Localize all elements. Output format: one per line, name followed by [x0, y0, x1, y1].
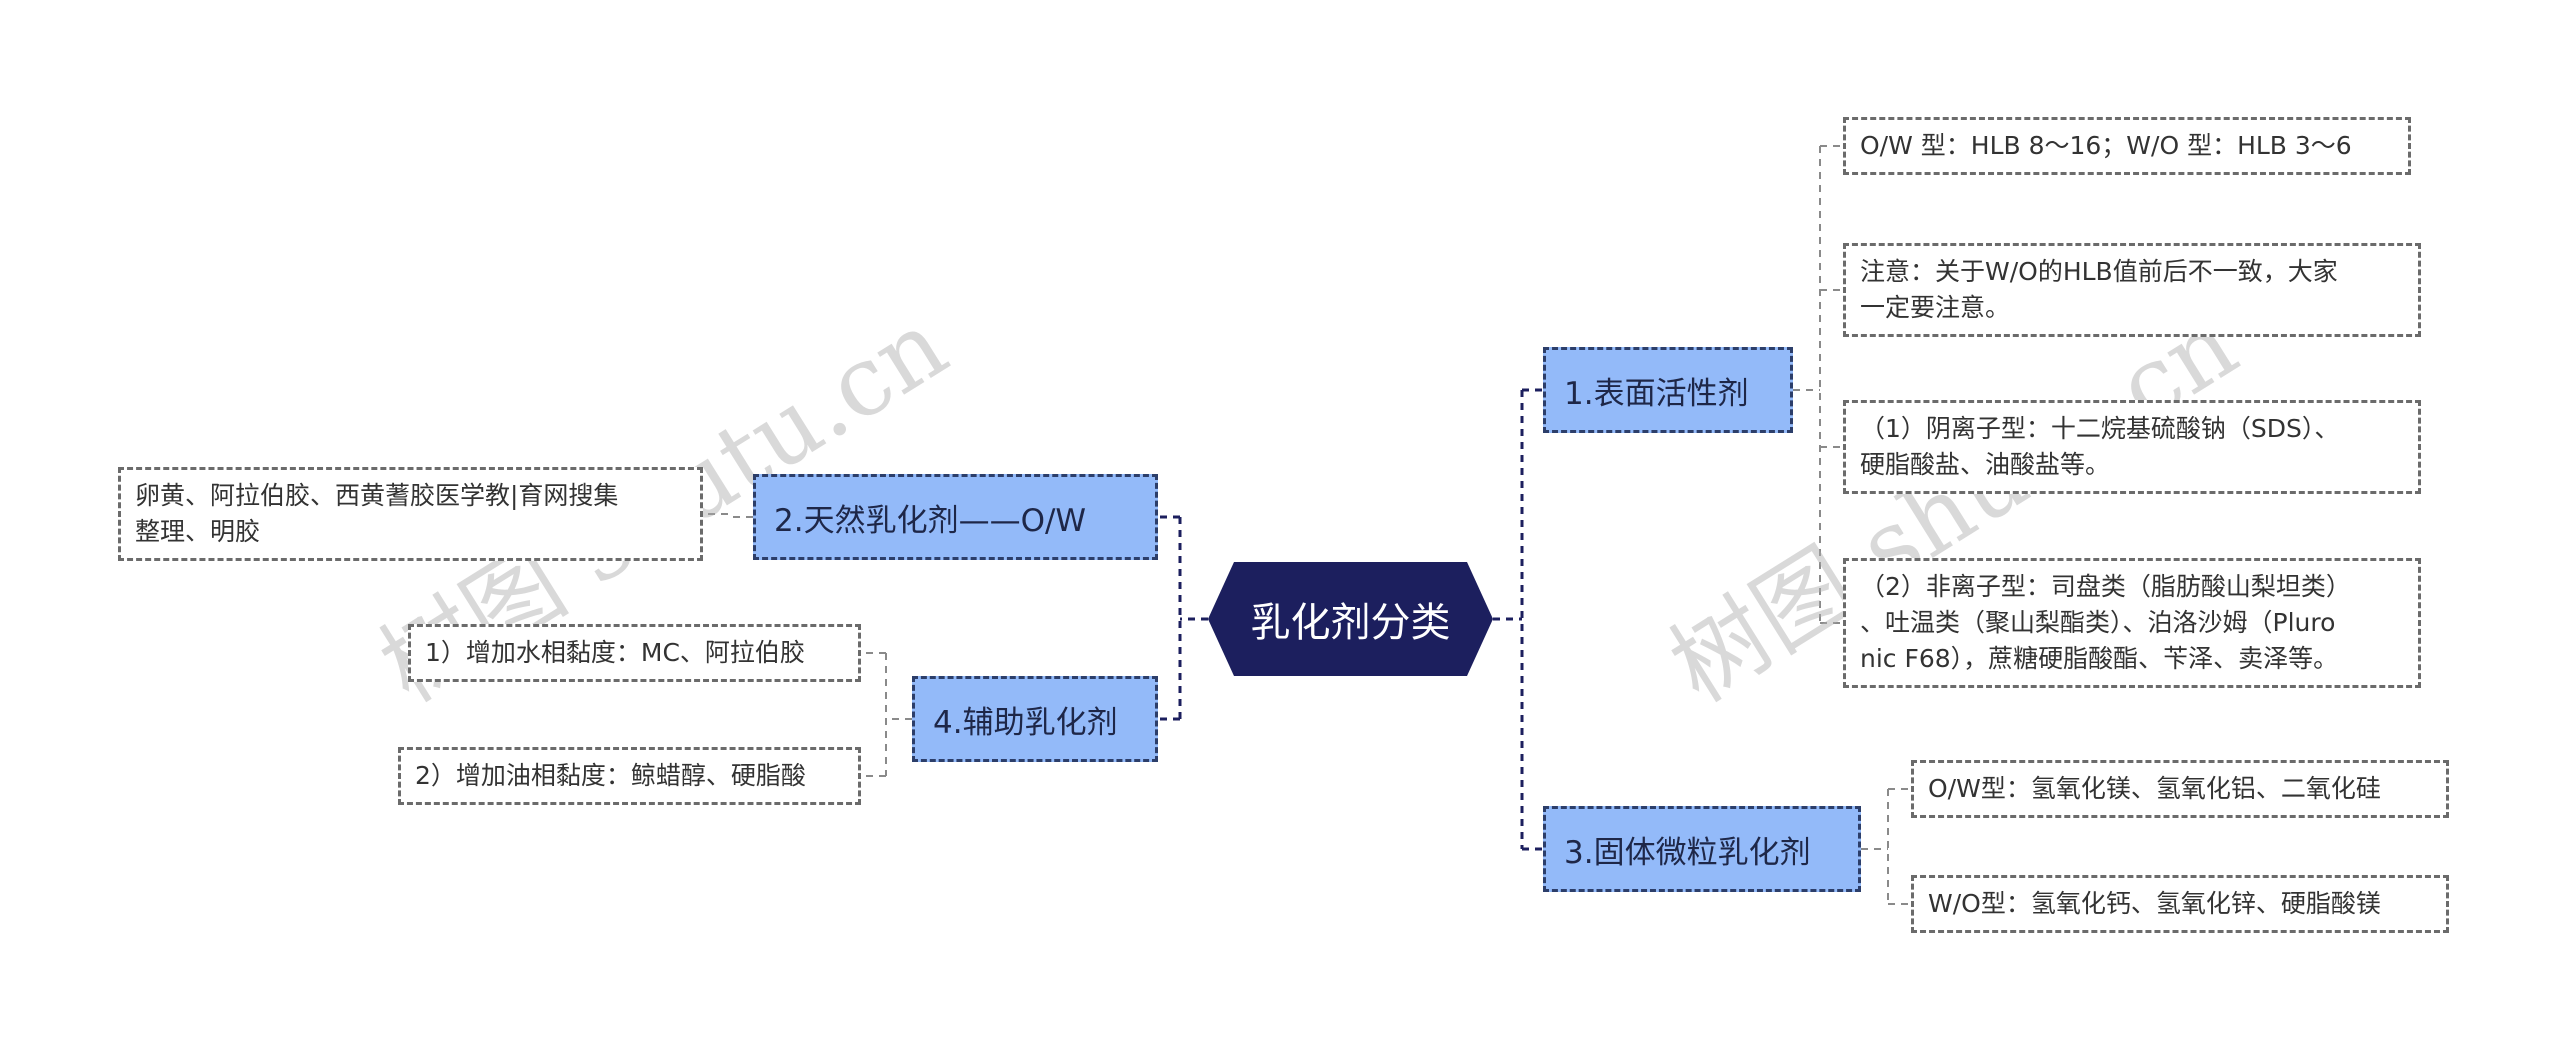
branch-solid-particle[interactable]: 3.固体微粒乳化剂	[1543, 806, 1861, 892]
leaf-text-line: 整理、明胶	[135, 517, 261, 546]
leaf-anionic[interactable]: （1）阴离子型：十二烷基硫酸钠（SDS）、 硬脂酸盐、油酸盐等。	[1843, 400, 2421, 494]
root-label: 乳化剂分类	[1250, 600, 1451, 646]
leaf-text-line: 注意：关于W/O的HLB值前后不一致，大家	[1860, 257, 2338, 286]
leaf-text-line: 卵黄、阿拉伯胶、西黄蓍胶医学教|育网搜集	[135, 481, 619, 510]
leaf-nonionic[interactable]: （2）非离子型：司盘类（脂肪酸山梨坦类） 、吐温类（聚山梨酯类）、泊洛沙姆（Pl…	[1843, 558, 2421, 688]
leaf-wo-solid[interactable]: W/O型：氢氧化钙、氢氧化锌、硬脂酸镁	[1911, 875, 2449, 933]
branch-surfactant[interactable]: 1.表面活性剂	[1543, 347, 1793, 433]
leaf-water-viscosity[interactable]: 1）增加水相黏度：MC、阿拉伯胶	[408, 624, 861, 682]
leaf-text-line: 2）增加油相黏度：鲸蜡醇、硬脂酸	[415, 761, 806, 790]
branch-label: 4.辅助乳化剂	[933, 704, 1118, 741]
leaf-note[interactable]: 注意：关于W/O的HLB值前后不一致，大家 一定要注意。	[1843, 243, 2421, 337]
root-hexagon-shape	[1208, 562, 1493, 676]
branch-label: 3.固体微粒乳化剂	[1564, 834, 1811, 871]
leaf-natural-examples[interactable]: 卵黄、阿拉伯胶、西黄蓍胶医学教|育网搜集 整理、明胶	[118, 467, 703, 561]
leaf-text-line: O/W型：氢氧化镁、氢氧化铝、二氧化硅	[1928, 774, 2381, 803]
leaf-text-line: （2）非离子型：司盘类（脂肪酸山梨坦类）	[1860, 572, 2351, 601]
branch-auxiliary[interactable]: 4.辅助乳化剂	[912, 676, 1158, 762]
leaf-text-line: 1）增加水相黏度：MC、阿拉伯胶	[425, 638, 805, 667]
leaf-text-line: （1）阴离子型：十二烷基硫酸钠（SDS）、	[1860, 414, 2340, 443]
leaf-text-line: W/O型：氢氧化钙、氢氧化锌、硬脂酸镁	[1928, 889, 2381, 918]
leaf-text-line: nic F68），蔗糖硬脂酸酯、苄泽、卖泽等。	[1860, 644, 2339, 673]
leaf-text-line: 、吐温类（聚山梨酯类）、泊洛沙姆（Pluro	[1860, 608, 2336, 637]
leaf-ow-solid[interactable]: O/W型：氢氧化镁、氢氧化铝、二氧化硅	[1911, 760, 2449, 818]
branch-label: 1.表面活性剂	[1564, 375, 1749, 412]
branch-label: 2.天然乳化剂——O/W	[774, 502, 1087, 539]
leaf-text-line: 硬脂酸盐、油酸盐等。	[1860, 450, 2111, 479]
root-node[interactable]: 乳化剂分类	[1208, 562, 1493, 676]
leaf-text-line: O/W 型：HLB 8～16；W/O 型：HLB 3～6	[1860, 131, 2352, 160]
branch-natural[interactable]: 2.天然乳化剂——O/W	[753, 474, 1158, 560]
leaf-hlb-range[interactable]: O/W 型：HLB 8～16；W/O 型：HLB 3～6	[1843, 117, 2411, 175]
leaf-text-line: 一定要注意。	[1860, 293, 2011, 322]
leaf-oil-viscosity[interactable]: 2）增加油相黏度：鲸蜡醇、硬脂酸	[398, 747, 861, 805]
